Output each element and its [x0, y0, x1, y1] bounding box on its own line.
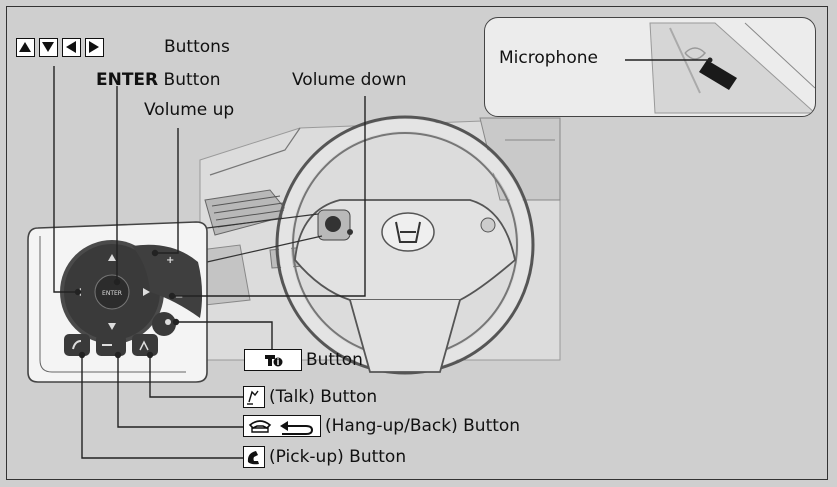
enter-button-rest: Button [158, 70, 220, 90]
volume-up-label: Volume up [144, 100, 234, 120]
back-arrow-icon [280, 421, 288, 431]
volume-down-label: Volume down [292, 70, 407, 90]
phone-info-button-callout: Button [244, 349, 363, 373]
pickup-button-label: (Pick-up) Button [269, 447, 406, 467]
phone-info-icon [244, 349, 302, 371]
phone-info-button-label: Button [306, 350, 363, 370]
enter-button-label: ENTER Button [96, 70, 221, 90]
hangup-back-button-callout: (Hang-up/Back) Button [243, 415, 520, 439]
up-arrow-icon [16, 38, 35, 57]
arrow-buttons-row [16, 37, 108, 59]
pickup-button-callout: (Pick-up) Button [243, 446, 406, 470]
enter-button-bold: ENTER [96, 70, 158, 90]
svg-text:+: + [166, 255, 174, 266]
talk-button-callout: (Talk) Button [243, 386, 377, 410]
hangup-back-button-label: (Hang-up/Back) Button [325, 416, 520, 436]
pad-enter-text: ENTER [102, 290, 122, 297]
svg-text:−: − [175, 292, 183, 303]
down-arrow-icon [39, 38, 58, 57]
talk-button-label: (Talk) Button [269, 387, 377, 407]
left-arrow-icon [62, 38, 81, 57]
microphone-label: Microphone [499, 48, 598, 68]
arrow-buttons-label: Buttons [164, 37, 230, 57]
hang-up-icon [243, 415, 321, 437]
pick-up-icon [243, 446, 265, 468]
talk-icon [243, 386, 265, 408]
microphone-inset: Microphone [484, 17, 816, 117]
right-arrow-icon [85, 38, 104, 57]
